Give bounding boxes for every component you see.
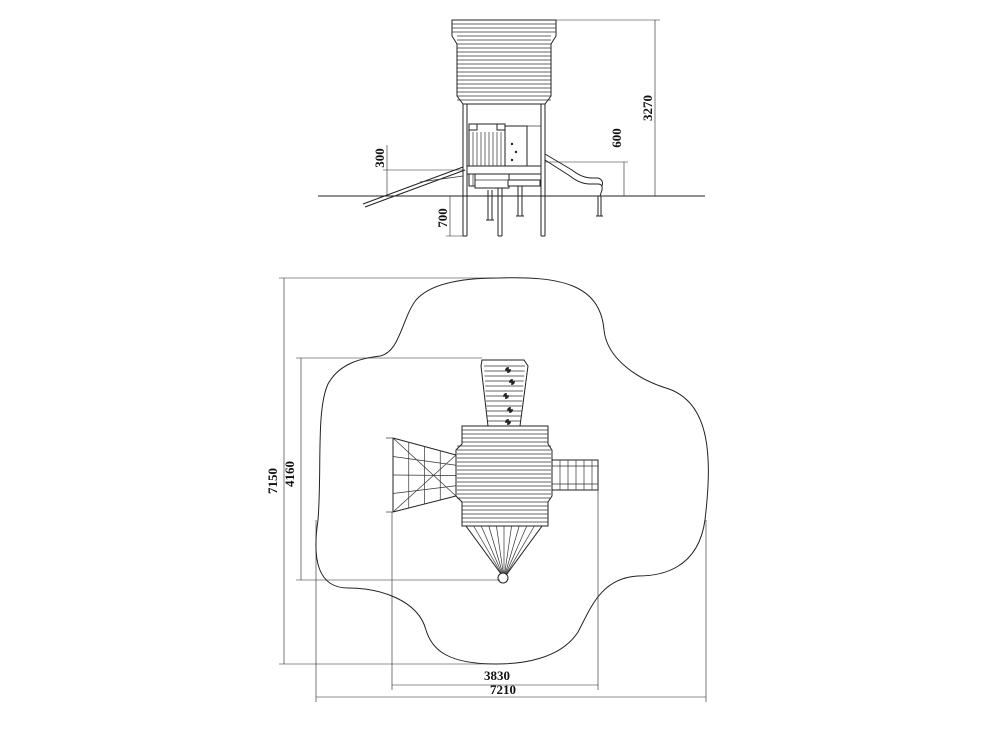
hatch-line <box>503 525 512 579</box>
climbing-hold-icon <box>507 407 513 413</box>
side-elevation: 3270 600 300 700 <box>318 19 705 237</box>
dimension-700: 700 <box>435 196 463 237</box>
climbing-hold-icon <box>505 419 511 425</box>
dimension-3830: 3830 <box>391 490 599 690</box>
safety-zone-outline <box>315 277 709 665</box>
dim-total-height: 3270 <box>640 95 655 121</box>
climbing-hold-icon <box>505 367 511 373</box>
triangle-net-plan <box>465 525 543 584</box>
climbing-hold-icon <box>503 393 509 399</box>
dim-footing-depth: 700 <box>435 208 450 228</box>
climbing-net-plan <box>386 437 457 513</box>
hatch-line <box>392 474 457 476</box>
hatch-line <box>496 525 505 579</box>
hatch-line <box>503 525 520 579</box>
roof-tower <box>451 19 557 105</box>
hatch-line <box>392 454 457 513</box>
dim-equipment-width: 3830 <box>484 668 510 683</box>
ladder-tower-plan <box>480 359 529 427</box>
hatch-line <box>392 456 457 466</box>
hatch-line <box>473 525 505 579</box>
platform-deck <box>466 165 542 189</box>
hatch-line <box>503 525 528 579</box>
slide-plan <box>551 459 599 491</box>
dimension-600: 600 <box>545 128 628 196</box>
dimension-7150: 7150 <box>265 277 498 665</box>
door-panel <box>504 125 541 175</box>
dim-equipment-height: 4160 <box>282 461 297 487</box>
dim-ramp-height: 300 <box>372 148 387 168</box>
dim-safety-zone-height: 7150 <box>265 468 280 494</box>
dimension-300: 300 <box>372 145 463 196</box>
dimension-4160: 4160 <box>282 357 500 581</box>
hatch-line <box>488 525 505 579</box>
hatch-line <box>392 485 457 494</box>
dimension-3270: 3270 <box>556 19 660 197</box>
dim-safety-zone-width: 7210 <box>490 682 516 697</box>
dimension-7210: 7210 <box>315 520 707 702</box>
plan-view: 7150 4160 3830 7210 <box>265 277 709 702</box>
hatch-line <box>503 525 535 579</box>
climbing-ramp <box>362 166 466 208</box>
roof-plan <box>455 425 553 527</box>
climbing-hold-icon <box>509 379 515 385</box>
hatch-line <box>480 525 505 579</box>
hatch-line <box>392 437 457 497</box>
dim-platform-height: 600 <box>609 128 624 148</box>
slide <box>544 153 603 217</box>
